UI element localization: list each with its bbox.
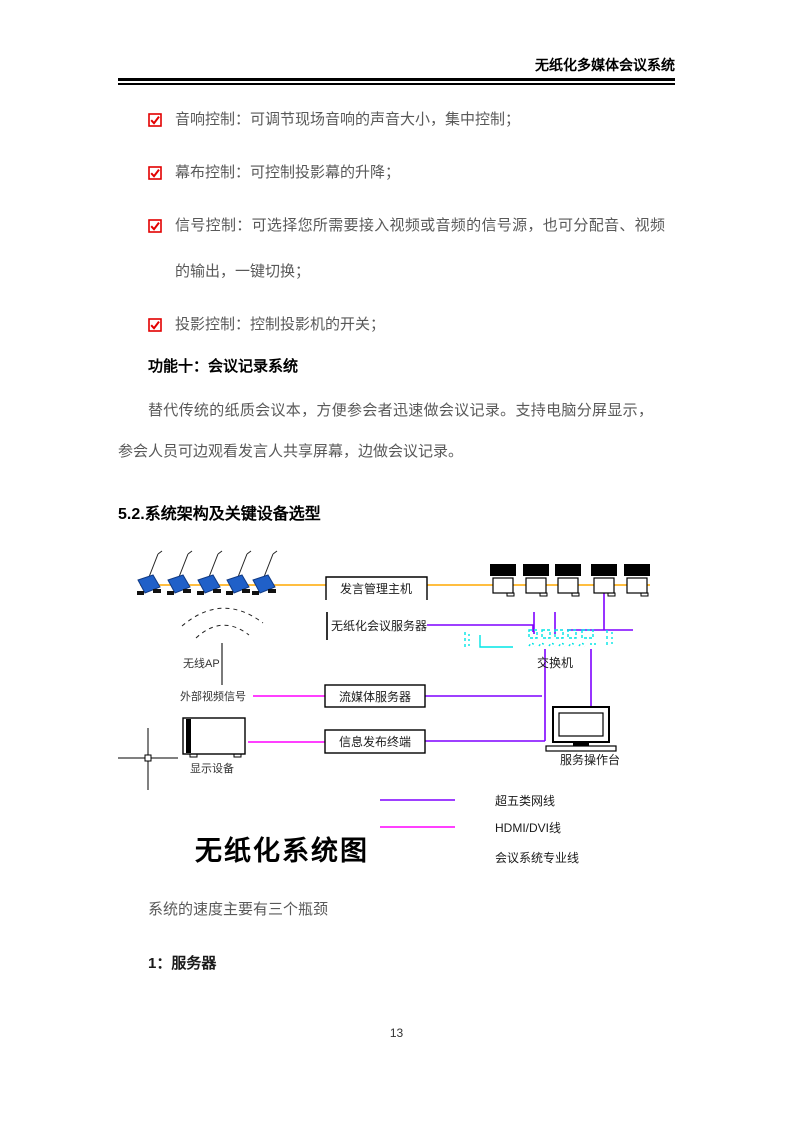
hdmi-lines — [248, 695, 325, 743]
checkbox-checked-icon — [148, 113, 162, 127]
paperless-server-label: 无纸化会议服务器 — [331, 618, 427, 633]
speech-host-label: 发言管理主机 — [340, 581, 412, 596]
tv-icon — [182, 717, 246, 758]
bottleneck-paragraph: 系统的速度主要有三个瓶颈 — [148, 901, 329, 918]
list-item: 音响控制：可调节现场音响的声音大小，集中控制； — [148, 97, 675, 143]
paperless-server-node: 无纸化会议服务器 — [326, 612, 427, 640]
terminal-icon — [624, 564, 650, 597]
checkbox-checked-icon — [148, 219, 162, 233]
microphone-icon — [167, 550, 193, 595]
legend-label: HDMI/DVI线 — [495, 821, 561, 835]
switch-label: 交换机 — [537, 655, 573, 670]
system-architecture-diagram: 无线AP 发言管理主机 无纸化会议服务器 — [118, 550, 650, 866]
list-item-text: 幕布控制：可控制投影幕的升降； — [175, 164, 401, 181]
list-item: 投影控制：控制投影机的开关； — [148, 302, 675, 348]
microphone-icon — [137, 550, 163, 595]
feature-checklist: 音响控制：可调节现场音响的声音大小，集中控制； 幕布控制：可控制投影幕的升降； … — [148, 97, 675, 355]
feature-paragraph: 替代传统的纸质会议本，方便参会者迅速做会议记录。支持电脑分屏显示，参会人员可边观… — [118, 402, 653, 460]
info-terminal-node: 信息发布终端 — [324, 729, 426, 754]
terminal-icon — [591, 564, 617, 597]
page-number: 13 — [389, 1026, 404, 1040]
wireless-ap-label: 无线AP — [183, 656, 220, 670]
section-heading: 5.2.系统架构及关键设备选型 — [118, 506, 321, 523]
terminal-icon — [555, 564, 581, 597]
display-device-label: 显示设备 — [190, 761, 234, 775]
microphone-icon — [252, 550, 278, 595]
diagram-title: 无纸化系统图 — [195, 835, 369, 866]
terminal-icons — [490, 564, 650, 597]
server-heading: 1：服务器 — [148, 955, 217, 972]
header-title: 无纸化多媒体会议系统 — [535, 57, 675, 73]
info-terminal-label: 信息发布终端 — [339, 734, 411, 749]
microphone-icon — [226, 550, 252, 595]
list-item: 幕布控制：可控制投影幕的升降； — [148, 150, 675, 196]
microphone-icon — [197, 550, 223, 595]
diagram-legend: 超五类网线 HDMI/DVI线 会议系统专业线 — [380, 793, 579, 865]
header-rule — [118, 78, 675, 85]
legend-label: 超五类网线 — [495, 793, 555, 808]
media-server-node: 流媒体服务器 — [324, 684, 426, 708]
switch-icon — [464, 629, 613, 650]
media-server-label: 流媒体服务器 — [339, 689, 411, 704]
checkbox-checked-icon — [148, 318, 162, 332]
speech-host-node: 发言管理主机 — [325, 576, 428, 600]
external-video-label: 外部视频信号 — [180, 689, 246, 703]
wifi-arcs-icon — [181, 607, 264, 639]
microphone-icons — [137, 550, 278, 595]
checkbox-checked-icon — [148, 166, 162, 180]
list-item-text: 信号控制：可选择您所需要接入视频或音频的信号源，也可分配音、视频的输出，一键切换… — [175, 217, 665, 280]
monitor-icon — [545, 706, 617, 752]
terminal-icon — [523, 564, 549, 597]
legend-label: 会议系统专业线 — [495, 850, 579, 865]
list-item: 信号控制：可选择您所需要接入视频或音频的信号源，也可分配音、视频的输出，一键切换… — [148, 203, 675, 295]
crosshair-icon — [118, 728, 178, 790]
feature-heading: 功能十：会议记录系统 — [148, 358, 299, 375]
network-lines — [425, 593, 633, 742]
service-console-label: 服务操作台 — [560, 752, 620, 767]
list-item-text: 投影控制：控制投影机的开关； — [175, 316, 386, 333]
list-item-text: 音响控制：可调节现场音响的声音大小，集中控制； — [175, 111, 521, 128]
terminal-icon — [490, 564, 516, 597]
